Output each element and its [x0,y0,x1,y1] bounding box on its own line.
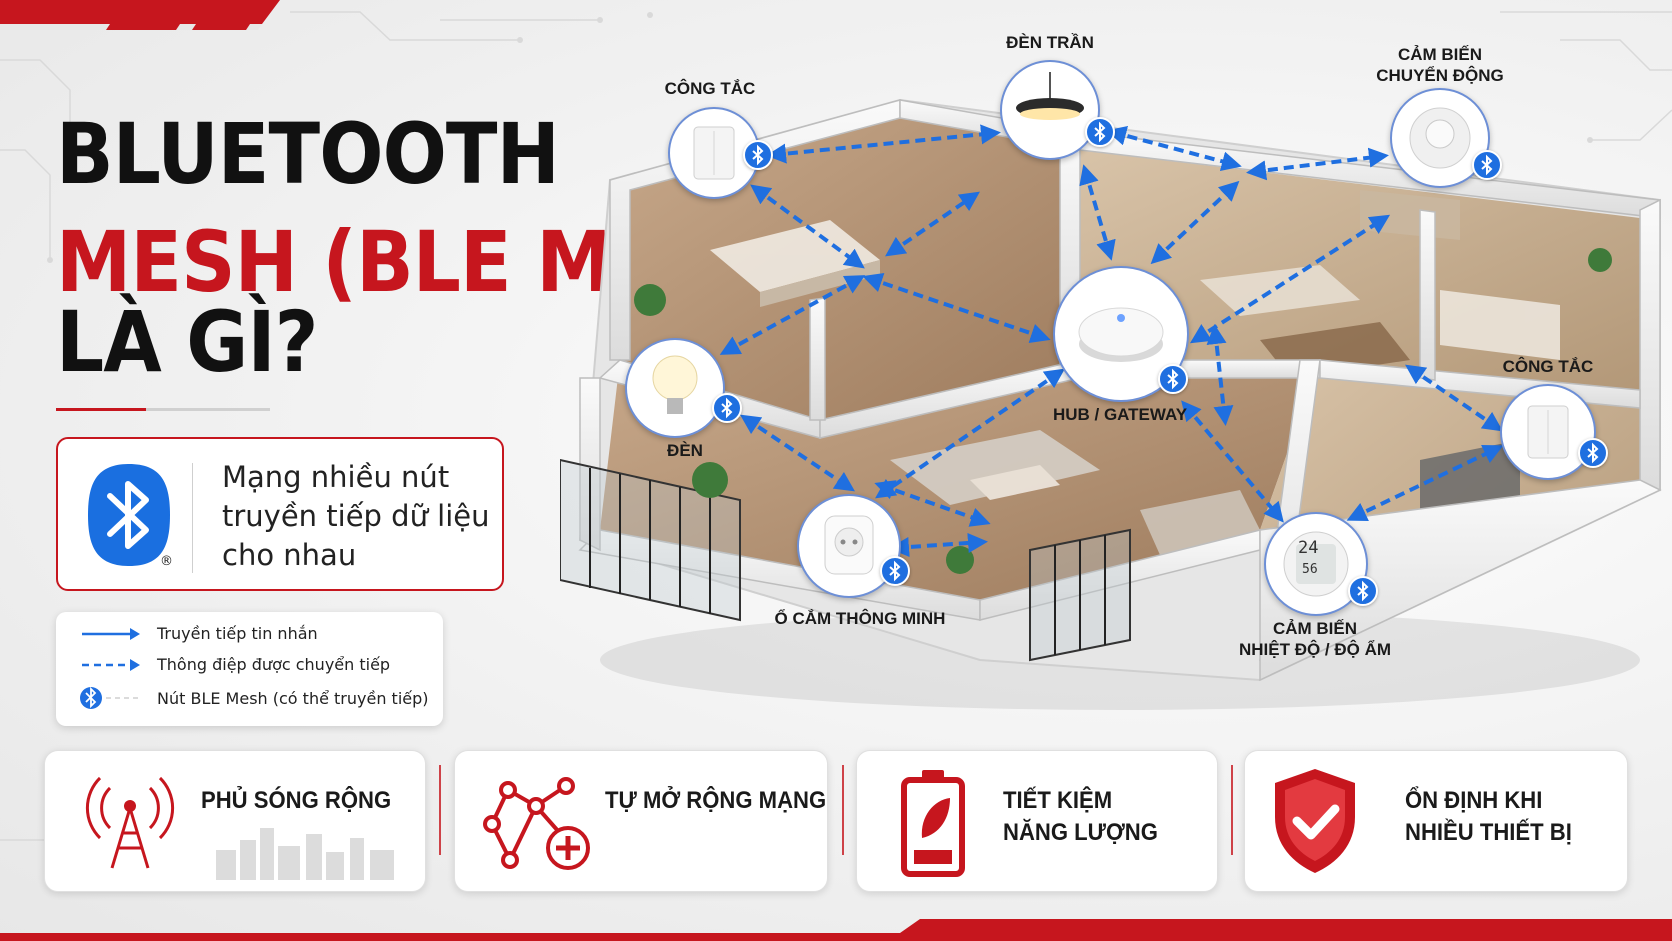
hub-device-icon [1078,307,1164,362]
eco-battery-icon [901,770,965,877]
definition-text: Mạng nhiều nút truyền tiếp dữ liệu cho n… [222,458,492,575]
legend-label-node: Nút BLE Mesh (có thể truyền tiếp) [157,689,429,708]
feature-card-energy-saving [856,750,1218,892]
definition-divider [192,463,193,573]
motion-sensor-label-1: CẢM BIẾN [1397,45,1483,64]
definition-line-1: Mạng nhiều nút [222,460,450,494]
node-motion-sensor [1390,88,1490,188]
bluetooth-badge-icon [1085,117,1115,147]
light-bulb-icon [652,355,698,414]
node-label-hub: HUB / GATEWAY [1052,405,1188,424]
motion-sensor-label-2: CHUYỂN ĐỘNG [1376,66,1504,85]
node-smart-plug [797,494,901,598]
node-label-plug: Ổ CẮM THÔNG MINH [774,609,946,628]
motion-sensor-icon [1409,107,1471,169]
bottom-accent-bar [0,919,1672,941]
bluetooth-badge-icon [712,393,742,423]
legend-label-solid: Truyền tiếp tin nhắn [157,624,318,643]
ceiling-light-icon [1016,72,1084,120]
definition-line-2: truyền tiếp dữ liệu [222,499,490,533]
definition-line-3: cho nhau [222,538,357,572]
signal-tower-icon [85,776,175,869]
feature-label-self-expanding: TỰ MỞ RỘNG MẠNG [605,787,827,814]
thermometer-display-icon [1283,531,1349,597]
svg-text:®: ® [160,554,173,568]
node-label-ceiling-light: ĐÈN TRẦN [1006,33,1094,52]
bluetooth-node-icon [80,686,140,709]
wall-switch-icon [693,126,735,180]
shield-check-icon [1275,769,1355,873]
title-underline [56,408,270,411]
legend-label-dashed: Thông điệp được chuyển tiếp [157,655,391,674]
humidity-reading: 56 [1302,562,1318,577]
feature-separator [1231,765,1233,855]
top-accent-stripe [0,0,280,30]
dashed-arrow-icon [82,659,140,671]
title-line-1: BLUETOOTH [56,105,560,203]
city-skyline-decoration [216,828,394,880]
bluetooth-badge-icon [1472,150,1502,180]
node-label-temp-sensor: CẢM BIẾN NHIỆT ĐỘ / ĐỘ ẨM [1230,618,1400,660]
bluetooth-badge-icon [1348,576,1378,606]
feature-separator [842,765,844,855]
network-expand-icon [483,777,590,870]
feature-label-energy-2: NĂNG LƯỢNG [1003,819,1158,846]
feature-card-self-expanding [454,750,828,892]
node-ceiling-light [1000,60,1100,160]
node-switch-right [1500,384,1596,480]
node-bulb [625,338,725,438]
feature-label-stability-1: ỔN ĐỊNH KHI [1405,787,1543,814]
temp-sensor-label-2: NHIỆT ĐỘ / ĐỘ ẨM [1238,640,1392,659]
bluetooth-badge-icon [1158,364,1188,394]
node-label-motion-sensor: CẢM BIẾN CHUYỂN ĐỘNG [1375,44,1505,86]
title-line-3: LÀ GÌ? [56,293,319,391]
smart-plug-icon [824,515,874,575]
feature-label-energy-1: TIẾT KIỆM [1003,787,1113,814]
node-temp-humidity-sensor [1264,512,1368,616]
legend-icons [80,628,140,709]
temp-sensor-label-1: CẢM BIẾN [1272,619,1358,638]
feature-separator [439,765,441,855]
legend-panel [56,612,443,726]
bluetooth-badge-icon [743,140,773,170]
node-label-switch-right: CÔNG TẮC [1502,357,1594,376]
wall-switch-icon [1527,405,1569,459]
feature-label-coverage: PHỦ SÓNG RỘNG [201,787,392,814]
bluetooth-logo-icon: ® [88,464,173,568]
solid-arrow-icon [82,628,140,640]
temp-reading: 24 [1298,538,1319,558]
node-label-bulb: ĐÈN [667,441,703,460]
bluetooth-badge-icon [1578,438,1608,468]
node-label-switch-left: CÔNG TẮC [664,79,756,98]
bluetooth-badge-icon [880,556,910,586]
feature-label-stability-2: NHIỀU THIẾT BỊ [1405,819,1572,846]
